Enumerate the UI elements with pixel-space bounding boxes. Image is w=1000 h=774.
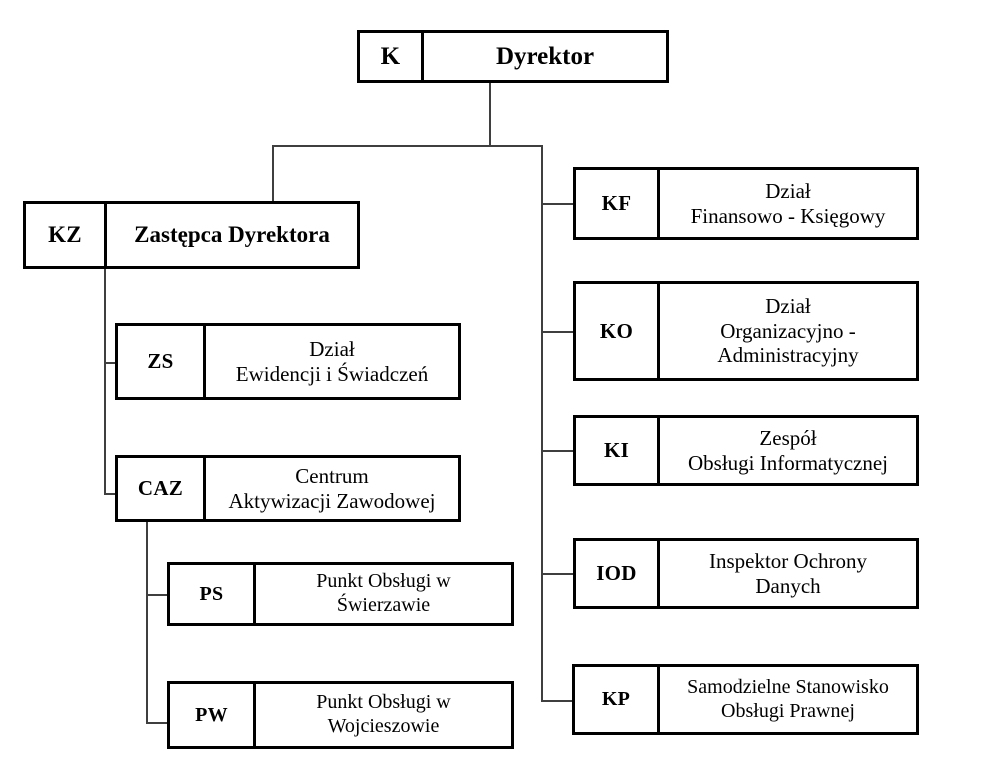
connector-stub-ps: [146, 594, 168, 596]
node-caz-title: Centrum Aktywizacji Zawodowej: [228, 463, 436, 513]
node-iod-code: IOD: [576, 541, 660, 606]
node-pw-title: Punkt Obsługi w Wojcieszowie: [316, 691, 451, 737]
node-ko-code: KO: [576, 284, 660, 378]
connector-stub-kp: [541, 700, 574, 702]
connector-caz-trunk: [146, 521, 148, 724]
node-ps-title: Punkt Obsługi w Świerzawie: [316, 570, 451, 616]
node-zastepca-title: Zastępca Dyrektora: [134, 222, 330, 248]
node-ps-code: PS: [170, 565, 256, 623]
connector-stub-kf: [541, 203, 574, 205]
node-dyrektor[interactable]: K Dyrektor: [357, 30, 669, 83]
node-ki-code: KI: [576, 418, 660, 483]
node-kp[interactable]: KP Samodzielne Stanowisko Obsługi Prawne…: [572, 664, 919, 735]
connector-stub-caz: [104, 493, 117, 495]
node-ki[interactable]: KI Zespół Obsługi Informatycznej: [573, 415, 919, 486]
node-kp-title: Samodzielne Stanowisko Obsługi Prawnej: [687, 675, 889, 722]
node-kf[interactable]: KF Dział Finansowo - Księgowy: [573, 167, 919, 240]
node-dyrektor-title: Dyrektor: [495, 42, 595, 70]
node-ko[interactable]: KO Dział Organizacyjno - Administracyjny: [573, 281, 919, 381]
connector-director-down: [489, 82, 491, 146]
node-ki-title: Zespół Obsługi Informatycznej: [687, 425, 889, 475]
node-ko-title: Dział Organizacyjno - Administracyjny: [717, 293, 859, 368]
node-kf-title: Dział Finansowo - Księgowy: [690, 178, 886, 228]
connector-stub-zs: [104, 362, 117, 364]
node-zs[interactable]: ZS Dział Ewidencji i Świadczeń: [115, 323, 461, 400]
node-kp-code: KP: [575, 667, 660, 732]
connector-stub-iod: [541, 573, 574, 575]
node-dyrektor-code: K: [360, 33, 424, 80]
node-ps[interactable]: PS Punkt Obsługi w Świerzawie: [167, 562, 514, 626]
node-caz-code: CAZ: [118, 458, 206, 519]
connector-stub-pw: [146, 722, 168, 724]
node-iod[interactable]: IOD Inspektor Ochrony Danych: [573, 538, 919, 609]
connector-deputy-trunk: [104, 268, 106, 495]
connector-stub-ko: [541, 331, 574, 333]
connector-main-split: [272, 145, 543, 147]
node-iod-title: Inspektor Ochrony Danych: [708, 548, 868, 598]
node-pw-code: PW: [170, 684, 256, 746]
node-pw[interactable]: PW Punkt Obsługi w Wojcieszowie: [167, 681, 514, 749]
node-zastepca-code: KZ: [26, 204, 107, 266]
node-zs-code: ZS: [118, 326, 206, 397]
node-zastepca[interactable]: KZ Zastępca Dyrektora: [23, 201, 360, 269]
connector-deputy-down: [272, 145, 274, 202]
node-kf-code: KF: [576, 170, 660, 237]
connector-stub-ki: [541, 450, 574, 452]
node-zs-title: Dział Ewidencji i Świadczeń: [235, 336, 429, 386]
connector-right-trunk: [541, 145, 543, 702]
node-caz[interactable]: CAZ Centrum Aktywizacji Zawodowej: [115, 455, 461, 522]
